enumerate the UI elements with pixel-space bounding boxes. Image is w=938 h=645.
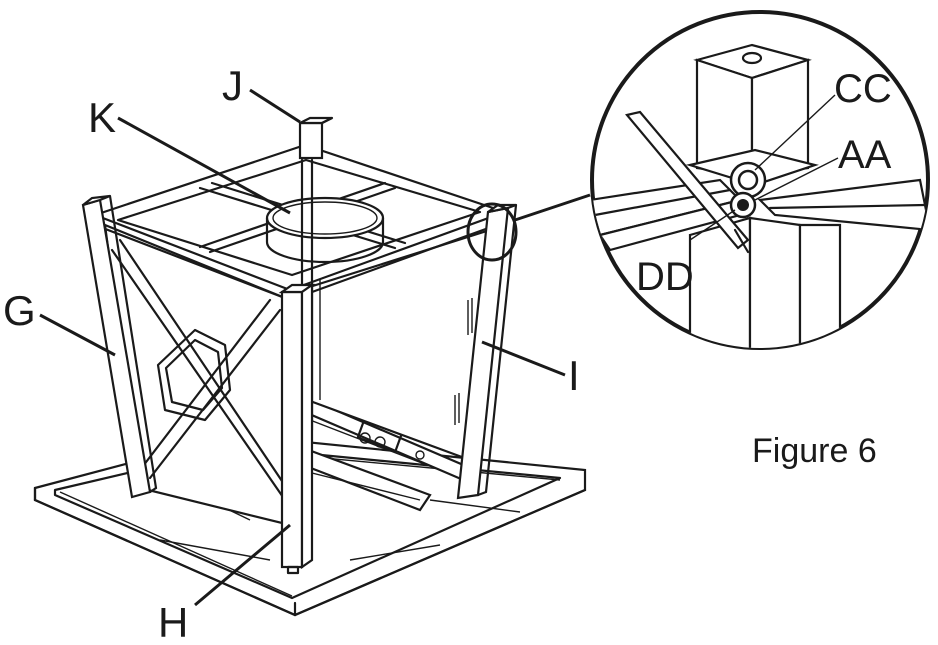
detail-callout-marker	[466, 193, 591, 262]
label-cc: CC	[834, 67, 892, 111]
left-side-panel	[103, 223, 292, 527]
left-corner-post	[81, 194, 158, 499]
label-g: G	[3, 287, 36, 334]
front-corner-post	[278, 282, 316, 575]
leader-lines	[39, 88, 566, 607]
detail-inset: CC AA DD	[590, 10, 930, 350]
label-j: J	[222, 62, 243, 109]
label-k: K	[88, 94, 116, 141]
inner-structure	[288, 393, 477, 512]
top-ring	[265, 196, 385, 264]
label-aa: AA	[838, 133, 892, 177]
label-dd: DD	[636, 255, 694, 299]
label-h: H	[158, 599, 188, 645]
label-i: I	[568, 352, 580, 399]
figure-caption: Figure 6	[752, 432, 877, 470]
